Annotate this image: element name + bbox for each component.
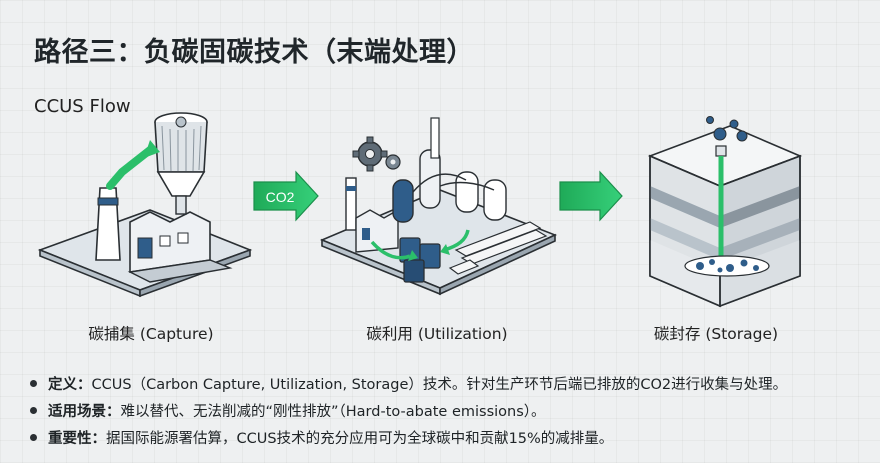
smokestack-icon xyxy=(95,187,121,261)
factory-icon xyxy=(127,211,233,283)
flow-arrow xyxy=(559,170,623,222)
stage-label-capture: 碳捕集 (Capture) xyxy=(88,325,214,343)
bullet-dot-icon xyxy=(30,380,37,387)
bullet-text: 难以替代、无法削减的“刚性排放”（Hard-to-abate emissions… xyxy=(120,404,546,420)
flow-arrow-label: CO2 xyxy=(266,189,295,205)
bullet-definition: 定义： CCUS（Carbon Capture, Utilization, St… xyxy=(30,372,870,399)
co2-bubble-icon xyxy=(706,116,748,142)
stage-label-storage: 碳封存 (Storage) xyxy=(653,325,779,343)
capture-illustration xyxy=(37,112,253,298)
bullet-list: 定义： CCUS（Carbon Capture, Utilization, St… xyxy=(30,372,870,453)
bullet-text: CCUS（Carbon Capture, Utilization, Storag… xyxy=(91,377,788,393)
diagram-subtitle: CCUS Flow xyxy=(34,96,131,117)
page-title: 路径三：负碳固碳技术（末端处理） xyxy=(34,37,474,68)
storage-illustration xyxy=(647,116,803,308)
stage-label-utilization: 碳利用 (Utilization) xyxy=(366,325,508,343)
bullet-dot-icon xyxy=(30,434,37,441)
ccus-flow-diagram: CO2 xyxy=(37,112,803,308)
injection-well-icon xyxy=(715,145,727,260)
capture-tower-icon xyxy=(154,112,208,215)
gear-icon xyxy=(352,136,388,172)
bullet-label: 重要性： xyxy=(48,431,106,447)
utilization-illustration xyxy=(319,117,558,296)
bullet-text: 据国际能源署估算，CCUS技术的充分应用可为全球碳中和贡献15%的减排量。 xyxy=(106,431,614,447)
reactor-tank-icon xyxy=(392,117,507,223)
bullet-label: 适用场景： xyxy=(48,404,121,420)
flow-arrow-co2: CO2 xyxy=(253,170,319,222)
bullet-label: 定义： xyxy=(48,377,92,393)
factory-icon-small xyxy=(345,177,399,253)
bullet-dot-icon xyxy=(30,407,37,414)
pipe-stack-icon xyxy=(448,221,548,275)
bullet-importance: 重要性： 据国际能源署估算，CCUS技术的充分应用可为全球碳中和贡献15%的减排… xyxy=(30,426,870,453)
co2-reservoir xyxy=(684,255,770,277)
small-gear-icon xyxy=(385,154,401,170)
bullet-scenario: 适用场景： 难以替代、无法削减的“刚性排放”（Hard-to-abate emi… xyxy=(30,399,870,426)
